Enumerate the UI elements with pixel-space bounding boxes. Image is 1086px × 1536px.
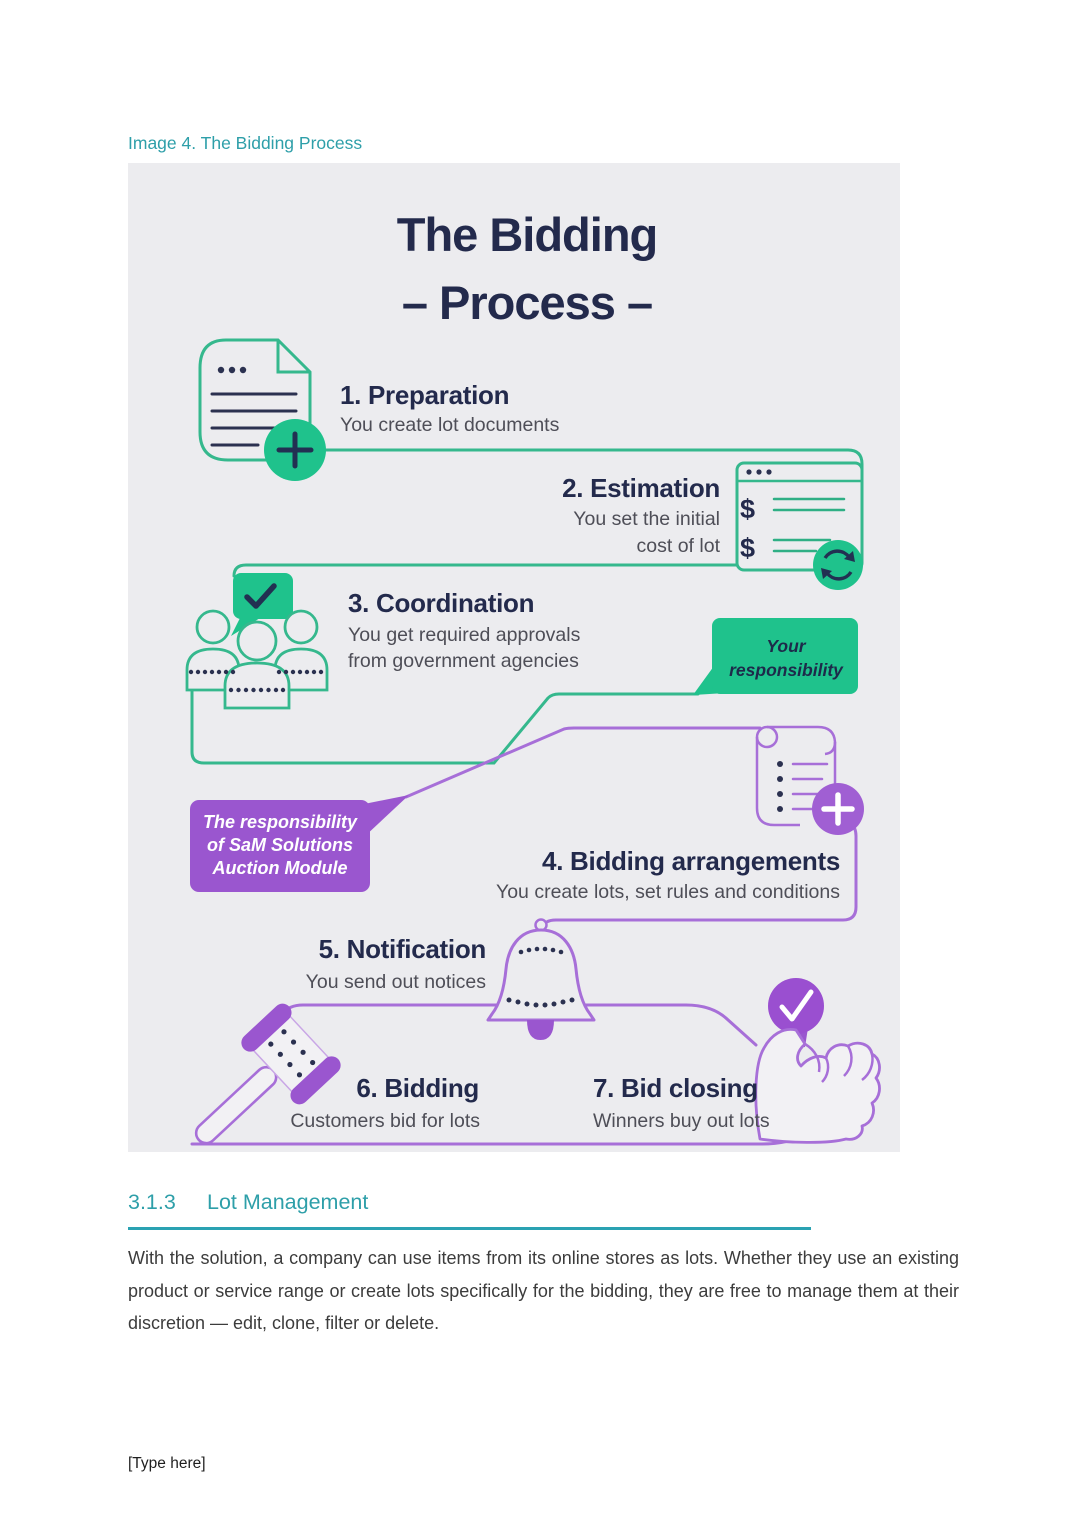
step-3: 3. Coordination You get required approva…: [348, 588, 581, 672]
dollar-sign-2: $: [740, 533, 755, 563]
connector-purple-bell-hand: [584, 1003, 758, 1047]
step4-desc: You create lots, set rules and condition…: [496, 881, 840, 903]
connector-purple-badge-step4: [404, 726, 762, 799]
step-1: 1. Preparation You create lot documents: [340, 380, 560, 436]
finger-lines: [804, 1042, 874, 1083]
purple-badge-line3: Auction Module: [212, 858, 348, 878]
price-lines: [772, 497, 846, 553]
step3-desc-1: You get required approvals: [348, 624, 581, 646]
connector-green-step2-3: [232, 563, 859, 578]
section-title: Lot Management: [207, 1190, 369, 1214]
scroll-plus-icon: [755, 725, 864, 835]
step-5: 5. Notification You send out notices: [306, 934, 487, 993]
step7-desc: Winners buy out lots: [593, 1110, 770, 1132]
purple-badge-line1: The responsibility: [203, 812, 358, 832]
step7-label: 7. Bid closing: [593, 1073, 758, 1103]
footer-placeholder[interactable]: [Type here]: [128, 1455, 206, 1472]
step-4: 4. Bidding arrangements You create lots,…: [496, 846, 840, 903]
step-2: 2. Estimation You set the initial cost o…: [562, 473, 720, 557]
hand-stamp-icon: [754, 978, 881, 1144]
connector-green-step1-2: [324, 448, 864, 495]
bell-icon: [486, 918, 596, 1040]
title-line2: – Process –: [402, 276, 652, 329]
section-number: 3.1.3: [128, 1190, 176, 1214]
step-6: 6. Bidding Customers bid for lots: [290, 1073, 480, 1132]
plus-glyph: [276, 431, 314, 469]
check-circle-icon: [768, 978, 824, 1034]
check-glyph: [779, 989, 814, 1022]
scroll-dots: [777, 761, 783, 812]
refresh-circle-icon: [813, 540, 863, 590]
step3-desc-2: from government agencies: [348, 650, 579, 672]
step2-label: 2. Estimation: [562, 473, 720, 503]
connector-green-step3-badge: [190, 686, 700, 765]
body-paragraph: With the solution, a company can use ite…: [128, 1248, 959, 1334]
bidding-process-infographic: The Bidding – Process – 1. Preparation Y…: [128, 163, 900, 1152]
section-heading: 3.1.3 Lot Management: [128, 1190, 368, 1215]
purple-badge-line2: of SaM Solutions: [207, 835, 353, 855]
bell-dots: [506, 946, 575, 1008]
gavel-icon: [194, 1003, 341, 1145]
refresh-arrows-glyph: [821, 549, 855, 581]
dollar-sign-1: $: [740, 494, 755, 524]
connector-purple-bell-gavel: [264, 1003, 498, 1032]
gavel-dots: [268, 1029, 316, 1078]
step5-desc: You send out notices: [306, 971, 487, 993]
heading-underline: [128, 1227, 811, 1230]
green-badge-line2: responsibility: [729, 660, 844, 680]
plus-glyph-white: [821, 792, 855, 826]
step4-label: 4. Bidding arrangements: [542, 846, 840, 876]
step5-label: 5. Notification: [319, 934, 486, 964]
your-responsibility-badge: Your responsibility: [693, 618, 858, 695]
step3-label: 3. Coordination: [348, 588, 534, 618]
sam-solutions-badge: The responsibility of SaM Solutions Auct…: [190, 795, 409, 892]
green-badge-line1: Your: [766, 636, 806, 656]
step2-desc-2: cost of lot: [637, 535, 721, 557]
title-line1: The Bidding: [397, 208, 658, 261]
step6-label: 6. Bidding: [356, 1073, 479, 1103]
price-list-icon: $ $: [735, 461, 864, 590]
bell-clapper: [527, 1020, 554, 1040]
step1-label: 1. Preparation: [340, 380, 509, 410]
step6-desc: Customers bid for lots: [290, 1110, 480, 1132]
window-dots: [746, 469, 772, 475]
infographic-canvas: The Bidding – Process – 1. Preparation Y…: [185, 208, 881, 1146]
step-7: 7. Bid closing Winners buy out lots: [593, 1073, 770, 1132]
step2-desc-1: You set the initial: [573, 508, 720, 530]
step1-desc: You create lot documents: [340, 414, 560, 436]
team-icon: [185, 609, 329, 710]
document-plus-icon: [198, 338, 326, 481]
image-caption: Image 4. The Bidding Process: [128, 133, 363, 153]
team-dots: [188, 669, 324, 693]
fist-outline: [754, 1027, 881, 1144]
document-dots: [217, 366, 247, 374]
infographic-title: The Bidding – Process –: [397, 208, 659, 329]
